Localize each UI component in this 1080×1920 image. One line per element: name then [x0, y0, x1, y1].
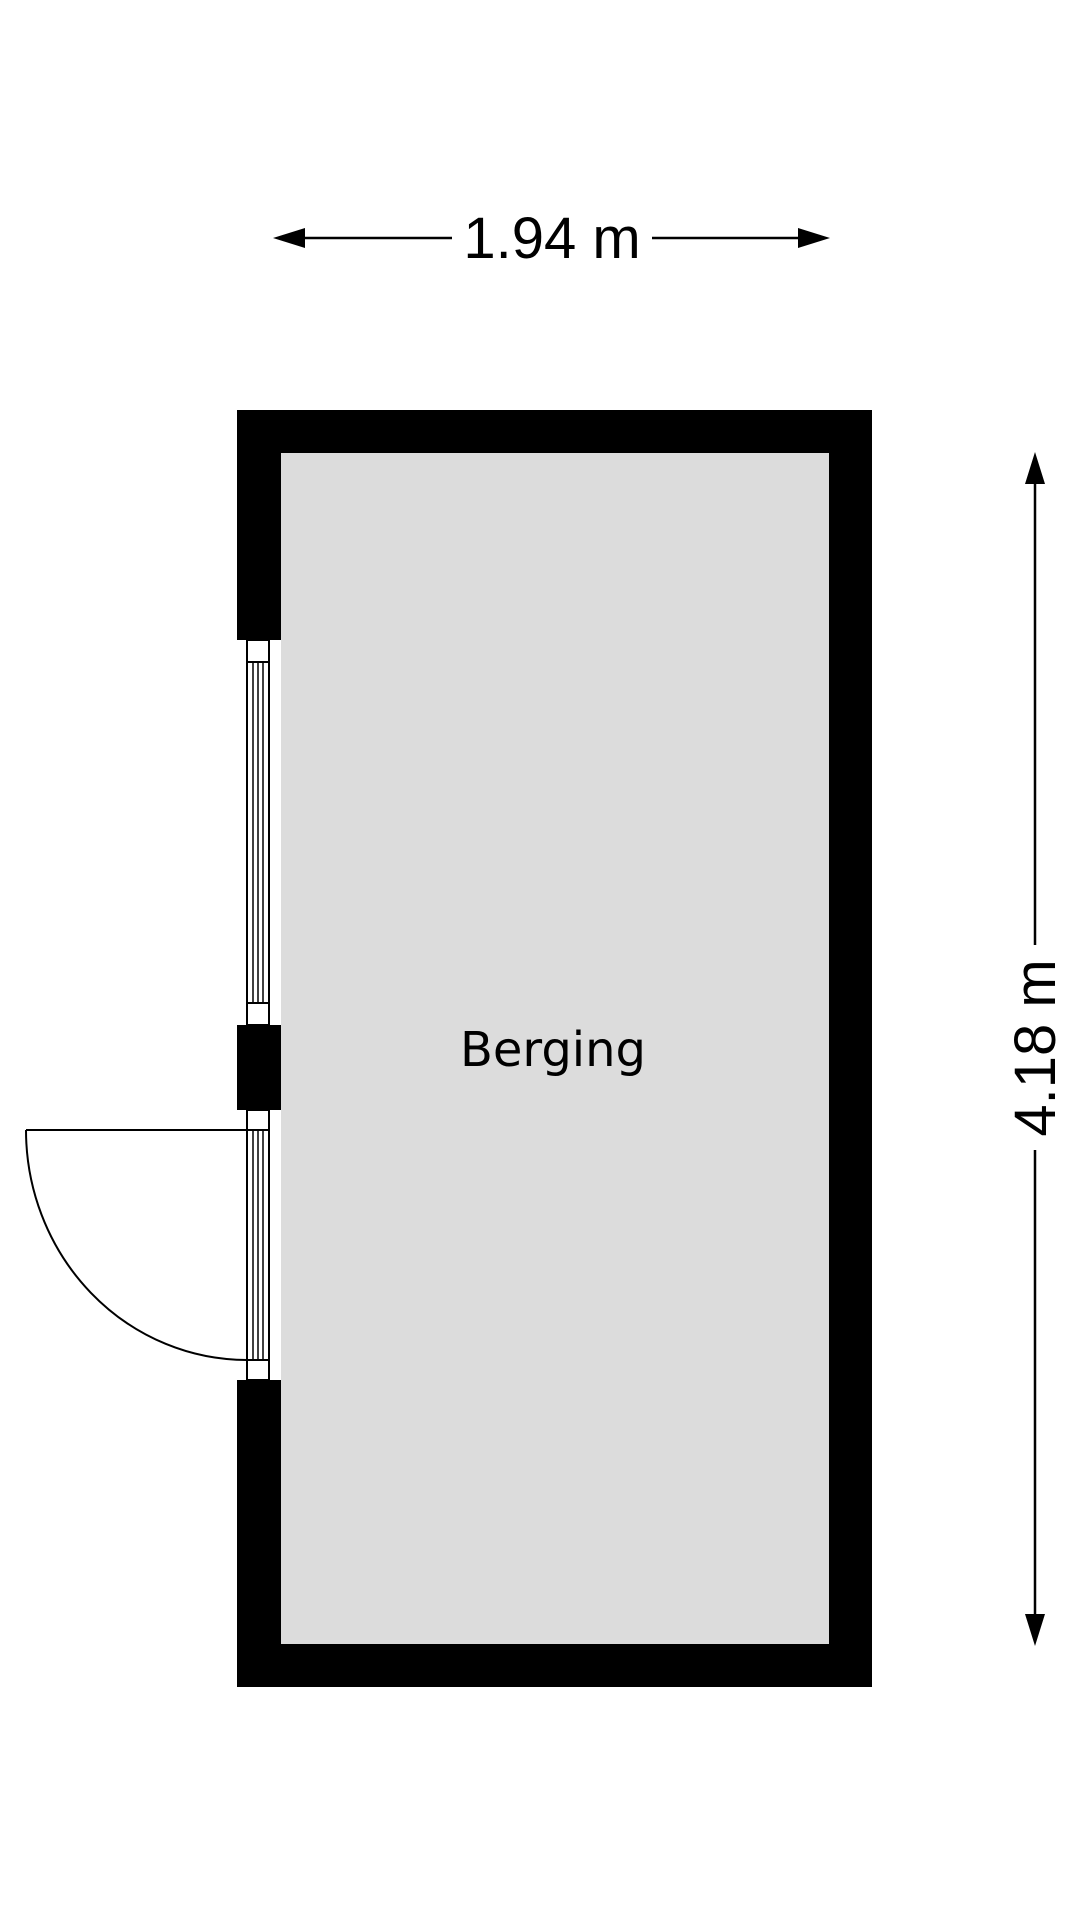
window [237, 639, 281, 1026]
window-frame-bottom [246, 1002, 270, 1026]
width-label: 1.94 m [463, 206, 640, 271]
window-frame-top [246, 639, 270, 663]
door-opening [237, 1110, 281, 1380]
room-label: Berging [460, 1022, 646, 1078]
door-frame-bottom [246, 1359, 270, 1381]
width-dimension: 1.94 m [273, 206, 830, 271]
height-dimension: 4.18 m [1003, 452, 1068, 1646]
window-opening [237, 640, 281, 1025]
width-arrow-right-icon [798, 228, 830, 248]
door-swing-arc [25, 1129, 248, 1361]
door [25, 1109, 281, 1381]
room-floor [281, 453, 829, 1644]
height-arrow-top-icon [1025, 452, 1045, 484]
height-label: 4.18 m [1003, 959, 1068, 1136]
height-arrow-bottom-icon [1025, 1614, 1045, 1646]
width-arrow-left-icon [273, 228, 305, 248]
door-frame-top [246, 1109, 270, 1131]
